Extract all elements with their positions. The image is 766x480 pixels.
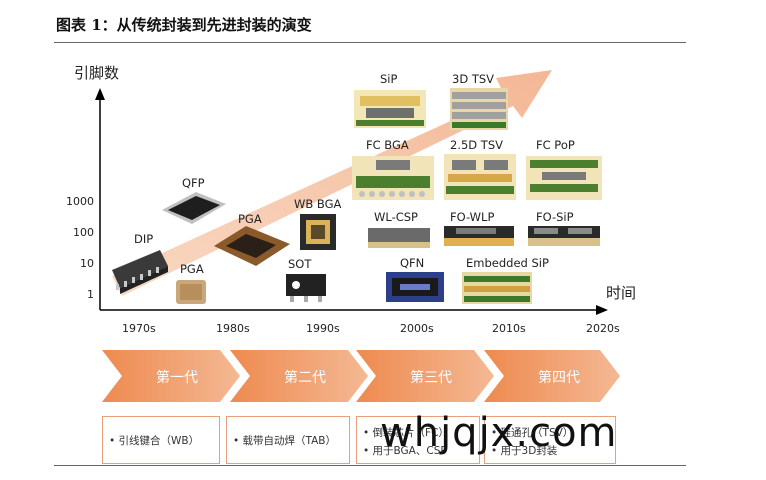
sip-package-image bbox=[354, 90, 426, 128]
y-axis bbox=[95, 88, 105, 310]
pga-small-package-image bbox=[176, 280, 206, 304]
gen4-description: • 用于3D封装 bbox=[491, 445, 558, 457]
sot-package-image bbox=[286, 274, 326, 302]
pga-small-label: PGA bbox=[180, 262, 204, 276]
qfn-label: QFN bbox=[400, 256, 425, 270]
tsv-3d-label: 3D TSV bbox=[452, 72, 495, 86]
x-tick-label: 2000s bbox=[400, 322, 434, 335]
x-tick-label: 1990s bbox=[306, 322, 340, 335]
wl-csp-label: WL-CSP bbox=[374, 210, 418, 224]
fo-sip-package-image bbox=[528, 226, 600, 246]
qfp-package-image bbox=[162, 192, 226, 224]
dip-label: DIP bbox=[134, 232, 154, 246]
wl-csp-package-image bbox=[368, 228, 430, 248]
fc-pop-package-image bbox=[526, 156, 602, 200]
dip-package-image bbox=[112, 250, 168, 294]
chevron-gen1 bbox=[102, 350, 240, 402]
y-tick-label: 100 bbox=[73, 226, 94, 239]
sip-label: SiP bbox=[380, 72, 398, 86]
chevron-gen4 bbox=[484, 350, 620, 402]
gen1-description: • 引线键合（WB） bbox=[109, 435, 200, 447]
embedded-sip-label: Embedded SiP bbox=[466, 256, 549, 270]
sot-label: SOT bbox=[288, 257, 312, 271]
chevron-gen3 bbox=[356, 350, 494, 402]
gen1-description-box: • 引线键合（WB） bbox=[102, 416, 220, 464]
fc-pop-label: FC PoP bbox=[536, 138, 575, 152]
growth-arrow bbox=[112, 70, 552, 296]
tsv-25d-package-image bbox=[444, 154, 516, 200]
x-tick-label: 2020s bbox=[586, 322, 620, 335]
chevron-gen2 bbox=[230, 350, 368, 402]
x-axis-title: 时间 bbox=[606, 284, 637, 302]
bottom-divider bbox=[54, 465, 686, 466]
y-tick-label: 1 bbox=[87, 288, 94, 301]
y-tick-label: 1000 bbox=[66, 195, 94, 208]
gen3-description: • 倒装芯片（FC） bbox=[363, 427, 449, 439]
x-tick-label: 1980s bbox=[216, 322, 250, 335]
title-divider bbox=[54, 42, 686, 43]
tsv-3d-package-image bbox=[450, 88, 508, 130]
generation-label: 第四代 bbox=[538, 370, 580, 386]
fo-wlp-package-image bbox=[444, 226, 514, 246]
generation-label: 第一代 bbox=[156, 370, 198, 386]
embedded-sip-package-image bbox=[462, 272, 532, 304]
gen4-description: • 硅通孔（TSV） bbox=[491, 427, 574, 439]
generation-label: 第三代 bbox=[410, 370, 452, 386]
fc-bga-label: FC BGA bbox=[366, 138, 409, 152]
gen3-description-box: • 倒装芯片（FC） • 用于BGA、CSP bbox=[356, 416, 480, 464]
x-axis bbox=[100, 305, 608, 315]
wb-bga-label: WB BGA bbox=[294, 197, 342, 211]
gen4-description-box: • 硅通孔（TSV） • 用于3D封装 bbox=[484, 416, 616, 464]
y-tick-label: 10 bbox=[80, 257, 94, 270]
generation-label: 第二代 bbox=[284, 370, 326, 386]
gen3-description: • 用于BGA、CSP bbox=[363, 445, 447, 457]
pga-package-image bbox=[214, 226, 290, 266]
fo-sip-label: FO-SiP bbox=[536, 210, 574, 224]
x-tick-label: 1970s bbox=[122, 322, 156, 335]
gen2-description-box: • 载带自动焊（TAB） bbox=[226, 416, 350, 464]
gen2-description: • 载带自动焊（TAB） bbox=[233, 435, 337, 447]
pga-label: PGA bbox=[238, 212, 262, 226]
fc-bga-package-image bbox=[352, 156, 434, 200]
watermark-text: whjqjx.com bbox=[380, 410, 618, 456]
wb-bga-package-image bbox=[300, 214, 336, 250]
qfn-package-image bbox=[386, 272, 444, 302]
generation-chevrons bbox=[102, 350, 620, 402]
tsv-25d-label: 2.5D TSV bbox=[450, 138, 503, 152]
y-axis-title: 引脚数 bbox=[74, 64, 120, 82]
qfp-label: QFP bbox=[182, 176, 205, 190]
figure-title: 图表 1：从传统封装到先进封装的演变 bbox=[56, 16, 312, 34]
x-tick-label: 2010s bbox=[492, 322, 526, 335]
fo-wlp-label: FO-WLP bbox=[450, 210, 495, 224]
